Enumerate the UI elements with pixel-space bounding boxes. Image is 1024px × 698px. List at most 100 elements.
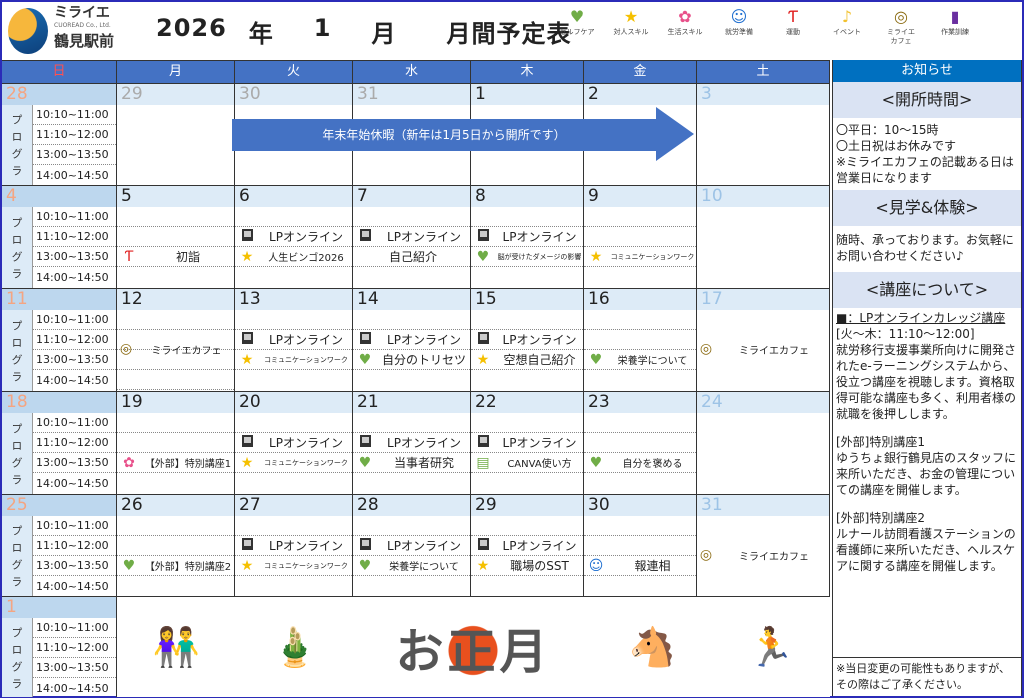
day-cell[interactable]: 10 <box>697 186 830 288</box>
time-slot: 11:10~12:00 <box>33 433 116 453</box>
program-slot <box>697 413 829 433</box>
page-title: 2026 年 1 月 月間予定表 <box>156 14 594 49</box>
star-icon: ★ <box>240 454 254 471</box>
day-cell[interactable]: 31◎ミライエカフェ <box>697 495 830 596</box>
program-event[interactable]: LPオンライン <box>474 228 583 245</box>
sunday-cell[interactable]: 28プログラム10:10~11:0011:10~12:0013:00~13:50… <box>2 84 117 185</box>
day-cell[interactable]: 23♥自分を褒める <box>584 392 697 494</box>
program-event[interactable]: ★コミュニケーションワーク <box>238 558 352 574</box>
program-event[interactable]: ▤CANVA使い方 <box>474 455 583 471</box>
program-slot <box>471 267 583 287</box>
day-cell[interactable]: 19✿【外部】特別講座1 <box>117 392 235 494</box>
day-cell[interactable]: 26♥【外部】特別講座2 <box>117 495 235 596</box>
heart-icon: ♥ <box>122 557 136 574</box>
program-event[interactable]: LPオンライン <box>474 434 583 451</box>
sunday-cell[interactable]: 1プログラム10:10~11:0011:10~12:0013:00~13:501… <box>2 597 117 697</box>
program-event[interactable]: ♥栄養学について <box>587 352 696 368</box>
program-event[interactable]: ✿【外部】特別講座1 <box>120 455 234 471</box>
legend-label: ミライエ カフェ <box>887 28 915 45</box>
time-slot: 11:10~12:00 <box>33 536 116 556</box>
program-slot <box>117 330 234 350</box>
event-label: 人生ビンゴ2026 <box>268 253 344 264</box>
program-event[interactable]: LPオンライン <box>238 434 352 451</box>
day-cell[interactable]: 17◎ミライエカフェ <box>697 289 830 391</box>
program-event[interactable]: 自己紹介 <box>356 248 470 265</box>
day-cell[interactable]: 12◎ミライエカフェ <box>117 289 235 391</box>
sunday-cell[interactable]: 11プログラム10:10~11:0011:10~12:0013:00~13:50… <box>2 289 117 391</box>
sunday-cell[interactable]: 4プログラム10:10~11:0011:10~12:0013:00~13:501… <box>2 186 117 288</box>
holiday-banner-text: 年末年始休暇（新年は1月5日から開所です） <box>232 119 656 151</box>
course-heading: <講座について> <box>833 272 1021 308</box>
program-event[interactable]: ♥自分のトリセツ <box>356 351 470 368</box>
legend-item: ◎ミライエ カフェ <box>874 6 928 46</box>
program-event[interactable]: ◎ミライエカフェ <box>697 547 829 563</box>
program-event[interactable]: ♥【外部】特別講座2 <box>120 558 234 574</box>
day-cell[interactable]: 9 ★コミュニケーションワーク <box>584 186 697 288</box>
program-event[interactable]: ☺報連相 <box>587 557 696 574</box>
program-event[interactable]: LPオンライン <box>238 537 352 554</box>
program-event[interactable]: ★コミュニケーションワーク <box>238 352 352 368</box>
program-event[interactable]: LPオンライン <box>474 331 583 348</box>
heart-icon: ♥ <box>589 454 603 471</box>
weekday-header: 火 <box>235 61 353 83</box>
flower-icon: ✿ <box>678 7 692 26</box>
program-event[interactable]: LPオンライン <box>356 228 470 245</box>
event-label: LPオンライン <box>269 539 343 553</box>
program-event[interactable]: ♥当事者研究 <box>356 454 470 471</box>
day-cell[interactable]: 2 <box>584 84 697 185</box>
program-event[interactable]: ★人生ビンゴ2026 <box>238 249 352 265</box>
program-slot: ✿【外部】特別講座1 <box>117 453 234 473</box>
program-event[interactable]: ◎ミライエカフェ <box>697 341 829 357</box>
program-event[interactable]: ★コミュニケーションワーク <box>587 249 696 265</box>
event-label: 職場のSST <box>510 559 569 573</box>
program-event[interactable]: ♥栄養学について <box>356 558 470 574</box>
date-number: 6 <box>235 186 352 207</box>
program-event[interactable]: ★職場のSST <box>474 557 583 574</box>
program-event[interactable]: ★空想自己紹介 <box>474 351 583 368</box>
program-slot <box>117 145 234 165</box>
day-cell[interactable]: 3 <box>697 84 830 185</box>
day-cell[interactable]: 30☺報連相 <box>584 495 697 596</box>
sunday-cell[interactable]: 18プログラム10:10~11:0011:10~12:0013:00~13:50… <box>2 392 117 494</box>
date-number: 9 <box>584 186 696 207</box>
program-event[interactable]: LPオンライン <box>238 331 352 348</box>
day-cell[interactable]: 29 <box>117 84 235 185</box>
program-event[interactable]: ♥自分を褒める <box>587 455 696 471</box>
day-cell[interactable]: 24 <box>697 392 830 494</box>
program-slot <box>235 516 352 536</box>
program-event[interactable]: ★コミュニケーションワーク <box>238 455 352 471</box>
program-slot <box>584 330 696 350</box>
program-event[interactable]: LPオンライン <box>356 537 470 554</box>
program-event[interactable]: ♥脳が受けたダメージの影響 <box>474 249 583 265</box>
program-event[interactable]: LPオンライン <box>474 537 583 554</box>
date-number: 28 <box>2 84 116 105</box>
title-month: 1 <box>313 14 332 42</box>
sunday-cell[interactable]: 25プログラム10:10~11:0011:10~12:0013:00~13:50… <box>2 495 117 596</box>
program-slot <box>353 165 470 185</box>
program-event[interactable]: LPオンライン <box>356 331 470 348</box>
smile-icon: ☺ <box>730 7 748 26</box>
program-event[interactable]: LPオンライン <box>238 228 352 245</box>
oshogatsu-lettering: お正月 <box>389 612 558 682</box>
time-slot: 11:10~12:00 <box>33 638 116 658</box>
program-event[interactable]: LPオンライン <box>356 434 470 451</box>
time-slot: 14:00~14:50 <box>36 681 109 695</box>
program-slot: ★コミュニケーションワーク <box>235 556 352 576</box>
day-cell[interactable]: 16♥栄養学について <box>584 289 697 391</box>
program-event[interactable]: ◎ミライエカフェ <box>117 341 234 357</box>
